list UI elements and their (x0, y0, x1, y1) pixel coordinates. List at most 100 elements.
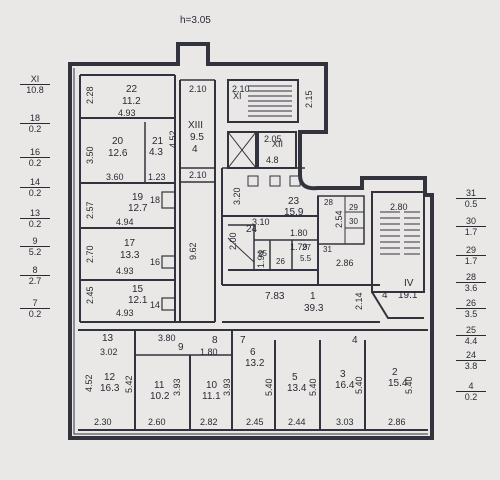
dim-label: 2.80 (390, 202, 408, 212)
room-21-area: 4.3 (149, 147, 163, 158)
dim-label: 2.14 (354, 292, 364, 310)
room-xi-id: XI (233, 91, 242, 101)
room-3-id: 3 (340, 369, 346, 380)
dim-label: 5.40 (264, 378, 274, 396)
room-19-area: 12.7 (128, 203, 148, 214)
room-11-area: 10.2 (150, 391, 170, 402)
dim-label: 2.86 (336, 258, 354, 268)
height-label: h=3.05 (180, 15, 211, 26)
room-28-label: 28 (324, 198, 333, 207)
room-5-area: 13.4 (287, 383, 307, 394)
dim-label: 2.45 (246, 417, 264, 427)
room-15-area: 12.1 (128, 295, 148, 306)
dim-label: 1.79 (290, 242, 308, 252)
walls (68, 42, 434, 440)
dim-label: 7.83 (265, 291, 285, 302)
room-22-area: 11.2 (122, 96, 141, 107)
room-18-label: 18 (150, 195, 160, 205)
dim-label: 3.03 (336, 417, 354, 427)
room-12-area: 16.3 (100, 383, 120, 394)
room-20-area: 12.6 (108, 148, 128, 159)
room-19-id: 19 (132, 192, 144, 203)
dim-label: 2.60 (148, 417, 166, 427)
room-25-label: 25 (258, 249, 267, 258)
room-4-label: 4 (192, 144, 198, 155)
room-7-label: 7 (240, 335, 246, 346)
dim-label: 5.40 (308, 378, 318, 396)
room-9-label: 9 (178, 342, 184, 353)
room-8-label: 8 (212, 335, 218, 346)
dim-label: 2.10 (189, 84, 207, 94)
dim-label: 3.80 (158, 333, 176, 343)
room-16-label: 16 (150, 257, 160, 267)
dim-label: 2.10 (232, 84, 250, 94)
room-3-area: 16.4 (335, 380, 355, 391)
room-15-id: 15 (132, 284, 144, 295)
room-31-label: 31 (323, 245, 332, 254)
dim-label: 3.50 (85, 146, 95, 164)
room-xii-id: XII (272, 139, 283, 149)
sanitary-fixtures (247, 175, 301, 187)
room-2-area: 15.4 (388, 378, 408, 389)
room-17-id: 17 (124, 238, 136, 249)
room-27-id: 27 (302, 243, 311, 252)
room-iv-area: 19.1 (398, 290, 418, 301)
dim-label: 2.15 (304, 90, 314, 108)
room-labels: 22 11.2 4.93 20 12.6 3.60 21 4.3 1.23 19… (100, 84, 418, 402)
dim-label: 9.62 (188, 242, 198, 260)
room-21-id: 21 (152, 136, 164, 147)
dim-label: 2.54 (334, 210, 344, 228)
room-1-area: 39.3 (304, 303, 324, 314)
room-5-id: 5 (292, 372, 298, 383)
dim-label: 2.86 (388, 417, 406, 427)
room-23-id: 23 (288, 196, 300, 207)
dim-label: 2.82 (200, 417, 218, 427)
room-10-id: 10 (206, 380, 218, 391)
room-22-dim: 4.93 (118, 108, 136, 118)
dim-label: 3.20 (232, 187, 242, 205)
dim-label: 2.57 (85, 201, 95, 219)
room-15-dim: 4.93 (116, 308, 134, 318)
dim-label: 2.45 (85, 286, 95, 304)
room-2-id: 2 (392, 367, 398, 378)
dim-label: 2.00 (228, 232, 238, 250)
dimension-labels: 2.28 3.50 2.57 2.70 2.45 2.10 4.52 2.10 … (84, 84, 414, 427)
room-6-area: 13.2 (245, 358, 265, 369)
room-19-dim: 4.94 (116, 217, 134, 227)
dim-label: 2.28 (85, 86, 95, 104)
dim-label: 2.05 (264, 134, 282, 144)
dim-label: 4.52 (168, 130, 178, 148)
room-17-area: 13.3 (120, 250, 140, 261)
room-xii-area: 4.8 (266, 155, 279, 165)
room-14-label: 14 (150, 300, 160, 310)
dim-label: 1.94 (256, 250, 266, 268)
stair-treads (248, 85, 420, 255)
room-22-id: 22 (126, 84, 138, 95)
room-13-label: 13 (102, 333, 114, 344)
room-20-dim: 3.60 (106, 172, 124, 182)
room-29-label: 29 (349, 203, 358, 212)
dim-label: 2.30 (94, 417, 112, 427)
room-4b-label: 4 (382, 290, 388, 301)
room-iv-id: IV (404, 278, 414, 289)
dim-label: 5.42 (124, 375, 134, 393)
dim-label: 1.80 (290, 228, 308, 238)
dim-label: 2.70 (85, 245, 95, 263)
dim-label: 5.40 (404, 376, 414, 394)
room-21-dim: 1.23 (148, 172, 166, 182)
